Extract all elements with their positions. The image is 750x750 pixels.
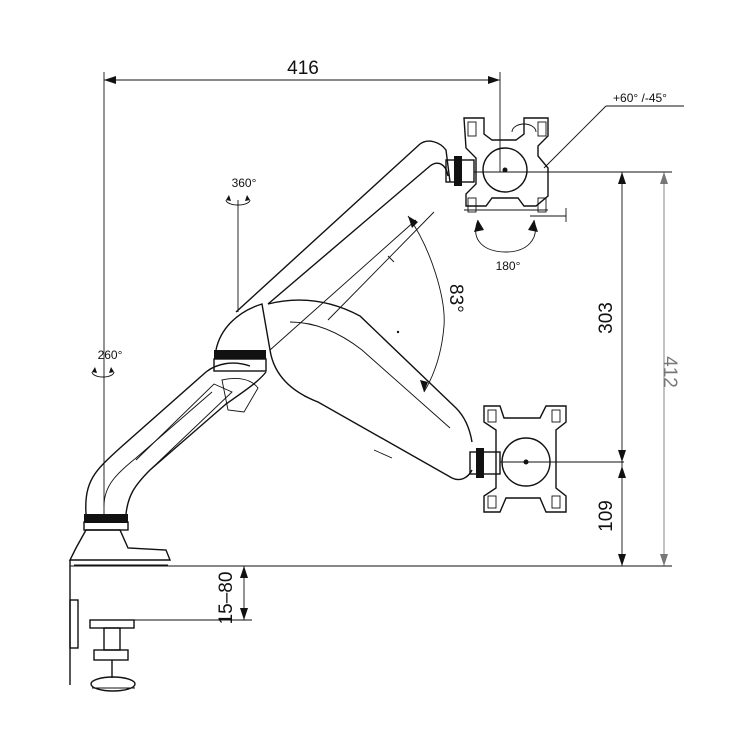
head-rotation-label: 180° xyxy=(496,259,521,273)
lower-arm xyxy=(85,362,267,515)
arm-rotation-label: 260° xyxy=(98,348,123,362)
arm-angle-indicator: 83° xyxy=(396,215,466,393)
upper-height-label: 303 xyxy=(596,302,617,334)
desk-thickness-dimension: 15–80 xyxy=(130,566,252,624)
tilt-range-label: +60° /-45° xyxy=(613,91,667,105)
tilt-indicator: +60° /-45° xyxy=(543,91,684,169)
lower-vesa-head xyxy=(469,405,624,513)
total-height-label: 412 xyxy=(659,356,680,388)
reach-dimension: 416 xyxy=(103,58,501,520)
lower-height-label: 109 xyxy=(596,500,617,532)
upper-arm-raised xyxy=(235,140,451,351)
head-rotation-indicator: 180° xyxy=(474,123,538,273)
desk-clamp xyxy=(69,560,136,692)
arm-angle-label: 83° xyxy=(445,284,466,313)
height-dimensions: 303 109 412 xyxy=(596,171,680,566)
arm-rotation-indicator: 260° xyxy=(91,348,123,378)
upper-vesa-head xyxy=(445,117,624,222)
desk-thickness-label: 15–80 xyxy=(216,572,237,625)
upper-arm-lowered xyxy=(267,299,473,481)
base-swivel-indicator: 360° xyxy=(225,176,257,312)
base-swivel-label: 360° xyxy=(232,176,257,190)
base-mount xyxy=(68,514,172,566)
elbow-joint xyxy=(213,303,271,372)
reach-label: 416 xyxy=(287,58,319,79)
